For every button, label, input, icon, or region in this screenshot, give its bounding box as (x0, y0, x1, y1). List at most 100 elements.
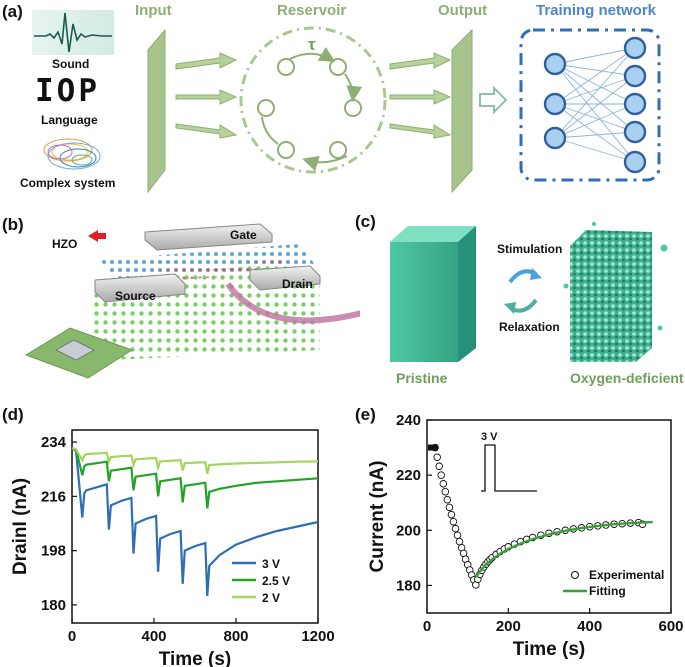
language-glyph: IOP (35, 73, 100, 109)
zoom-arrow (225, 282, 360, 324)
reservoir-node (257, 99, 275, 117)
y-tick-label: 240 (396, 412, 421, 429)
pristine-cube (390, 226, 476, 362)
legend-entry: 2 V (262, 591, 280, 605)
start-marker (428, 444, 438, 451)
network-output-node (623, 36, 647, 60)
reservoir-node (277, 58, 295, 76)
network-input-node (543, 52, 567, 76)
y-tick-label: 200 (396, 522, 421, 539)
input-layer-slab (147, 28, 166, 194)
training-network (519, 28, 661, 182)
y-tick-label: 234 (41, 434, 67, 451)
complex-system-label: Complex system (20, 176, 116, 190)
panel-b-label: (b) (2, 215, 24, 234)
x-tick-label: 1200 (301, 628, 334, 645)
x-tick-label: 200 (496, 618, 521, 635)
sound-wave-icon (32, 10, 114, 55)
x-tick-label: 0 (423, 618, 431, 635)
reservoir-header: Reservoir (277, 2, 347, 19)
x-axis-label: Time (s) (513, 639, 586, 660)
reservoir-boundary (239, 26, 387, 174)
attractor-icon (43, 138, 101, 170)
plot-frame (71, 429, 319, 624)
x-tick-label: 400 (577, 618, 602, 635)
input-arrow-1 (175, 52, 238, 70)
drain-electrode (249, 265, 321, 291)
gate-electrode (144, 223, 273, 251)
source-label: Source (115, 289, 156, 303)
plot-frame (426, 419, 672, 614)
series-line-2-V (71, 447, 319, 474)
sound-label: Sound (52, 57, 90, 71)
y-tick-label: 220 (396, 467, 421, 484)
relaxation-label: Relaxation (499, 320, 560, 334)
data-point (439, 479, 448, 488)
data-point (447, 510, 456, 519)
language-label: Language (41, 113, 98, 127)
network-output-node (623, 64, 647, 88)
reservoir-node (329, 58, 347, 76)
y-axis-label: Current (nA) (367, 461, 388, 573)
network-output-node (623, 92, 647, 116)
reservoir-arrow-1 (389, 52, 452, 70)
hzo-label: HZO (52, 237, 78, 251)
legend-entry: 3 V (262, 557, 280, 571)
legend-entry: Fitting (589, 584, 626, 598)
input-arrow-2 (175, 89, 238, 105)
pristine-caption: Pristine (396, 370, 448, 386)
reservoir-node (344, 99, 362, 117)
reservoir-arrow-3 (389, 123, 452, 139)
stimulation-label: Stimulation (497, 242, 563, 256)
reservoir-node (277, 141, 295, 159)
training-arrow (479, 85, 508, 115)
x-tick-label: 400 (141, 628, 166, 645)
y-axis-label: DrainI (nA) (10, 478, 31, 575)
source-electrode (94, 273, 186, 303)
legend-entry: Experimental (589, 568, 664, 582)
oxygen-deficient-caption: Oxygen-deficient (570, 370, 684, 386)
y-tick-label: 180 (396, 577, 421, 594)
series-line-2.5-V (71, 447, 319, 509)
network-output-node (623, 120, 647, 144)
drain-label: Drain (282, 277, 313, 291)
panel-e-label: (e) (355, 405, 376, 424)
x-axis-label: Time (s) (159, 649, 232, 667)
reservoir-arrow-2 (389, 89, 452, 105)
device-schematic (24, 223, 360, 379)
network-input-node (543, 92, 567, 116)
hzo-arrow (88, 230, 106, 242)
reservoir-diagram: τ (147, 26, 508, 194)
oxygen-vacancy-illustration (390, 222, 668, 362)
reservoir-node (329, 141, 347, 159)
input-header: Input (135, 2, 172, 19)
oxygen-deficient-cube (570, 230, 652, 362)
series-line-3-V (71, 447, 319, 596)
output-layer-slab (451, 28, 473, 194)
legend-swatch (571, 571, 579, 579)
tau-symbol: τ (308, 35, 316, 54)
y-tick-label: 180 (41, 597, 66, 614)
panel-d-label: (d) (2, 405, 24, 424)
output-header: Output (438, 2, 488, 19)
gate-label: Gate (230, 228, 257, 242)
network-input-node (543, 126, 567, 150)
y-tick-label: 198 (41, 543, 66, 560)
input-arrow-3 (175, 123, 238, 139)
data-point (435, 462, 443, 471)
x-tick-label: 600 (658, 618, 683, 635)
data-point (445, 503, 454, 512)
x-tick-label: 0 (68, 628, 76, 645)
legend-entry: 2.5 V (262, 574, 290, 588)
inset-pulse (481, 444, 537, 492)
network-output-node (623, 150, 647, 174)
training-network-header: Training network (536, 2, 657, 19)
x-tick-label: 800 (223, 628, 248, 645)
panel-a-label: (a) (2, 2, 23, 21)
data-point (433, 453, 441, 461)
data-point (443, 495, 452, 504)
fitting-line (474, 520, 653, 578)
data-point (441, 487, 450, 496)
